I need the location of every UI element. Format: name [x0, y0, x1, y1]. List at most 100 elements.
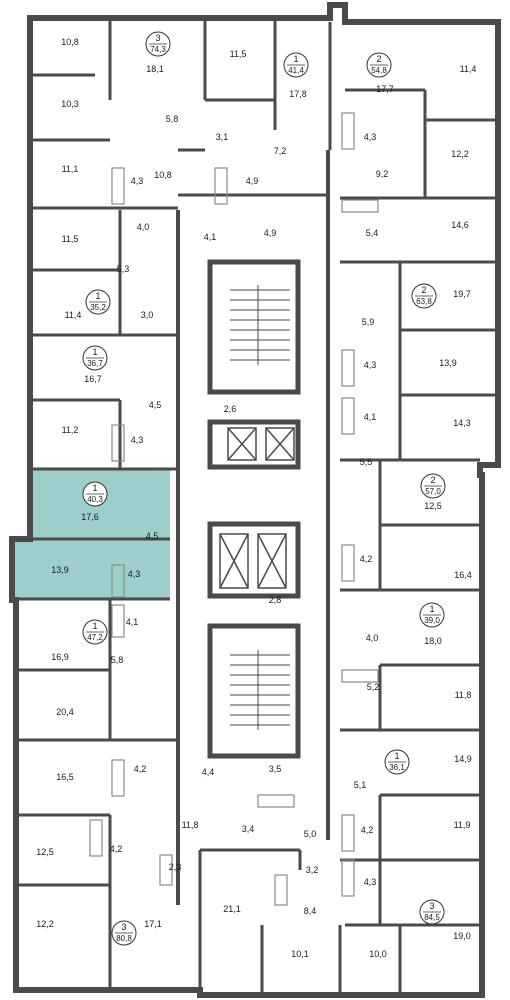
room-area-label: 21,1 [223, 904, 241, 914]
room-area-label: 10,3 [61, 99, 79, 109]
walls [9, 2, 501, 998]
lift-core-middle [207, 521, 301, 599]
highlighted-apartment[interactable] [12, 469, 170, 599]
room-area-label: 14,9 [454, 754, 472, 764]
apartment-rooms: 2 [430, 475, 435, 485]
room-area-label: 5,1 [354, 780, 367, 790]
apartment-badge-a74[interactable]: 374,3 [145, 31, 171, 57]
room-area-label: 7,2 [274, 146, 287, 156]
apartment-badge-a361[interactable]: 136,1 [384, 749, 410, 775]
bathroom-fixtures [89, 112, 379, 906]
apartment-badge-a80[interactable]: 380,8 [111, 920, 137, 946]
room-area-label: 4,5 [149, 400, 162, 410]
room-area-label: 16,5 [56, 772, 74, 782]
room-area-label: 11,2 [62, 425, 79, 435]
room-area-label: 3,0 [141, 310, 154, 320]
apartment-badge-a84[interactable]: 384,5 [419, 899, 445, 925]
apartment-rooms: 3 [429, 901, 434, 911]
room-area-label: 11,4 [460, 64, 477, 74]
apartment-rooms: 1 [95, 291, 100, 301]
apartment-area: 57,0 [425, 487, 441, 496]
apartment-badge-a57[interactable]: 257,0 [420, 473, 446, 499]
room-area-label: 11,8 [182, 820, 199, 830]
apartment-rooms: 3 [155, 33, 160, 43]
room-area-label: 3,4 [242, 824, 255, 834]
room-area-label: 4,9 [264, 228, 277, 238]
apartment-badge-a39[interactable]: 139,0 [419, 602, 445, 628]
apartment-badge-a63[interactable]: 263,8 [411, 283, 437, 309]
room-area-label: 4,9 [246, 176, 259, 186]
bottom-partitions [198, 848, 402, 995]
room-area-label: 11,5 [230, 49, 247, 59]
room-area-label: 4,1 [204, 232, 217, 242]
room-area-label: 5,4 [366, 228, 379, 238]
apartment-area: 36,7 [87, 359, 103, 368]
highlighted-apartment-hall [107, 539, 170, 599]
apartment-badge-a35[interactable]: 135,2 [85, 289, 111, 315]
room-area-label: 3,1 [216, 132, 229, 142]
stair-lift-cores [207, 259, 301, 759]
apartment-badges: 374,3141,4254,8135,2263,8136,7140,3257,0… [82, 31, 446, 946]
apartment-area: 39,0 [424, 616, 440, 625]
apartment-badge-a40[interactable]: 140,3 [82, 481, 108, 507]
room-area-label: 11,5 [62, 234, 79, 244]
room-area-label: 10,1 [291, 949, 309, 959]
apartment-area: 41,4 [288, 66, 304, 75]
lift-core-upper [207, 419, 301, 470]
room-area-label: 12,5 [424, 501, 442, 511]
room-area-label: 2,8 [269, 595, 282, 605]
room-area-label: 20,4 [56, 707, 74, 717]
room-area-label: 11,9 [454, 820, 471, 830]
room-area-label: 17,7 [376, 84, 394, 94]
room-area-label: 2,3 [169, 862, 182, 872]
room-area-label: 4,3 [131, 176, 144, 186]
room-area-label: 11,4 [65, 310, 82, 320]
apartment-area: 74,3 [150, 45, 166, 54]
room-area-label: 14,6 [451, 220, 469, 230]
room-area-label: 13,9 [51, 565, 69, 575]
room-area-label: 18,1 [146, 64, 164, 74]
apartment-badge-a36[interactable]: 136,7 [82, 345, 108, 371]
room-area-label: 5,9 [362, 317, 375, 327]
room-area-label: 5,0 [304, 829, 317, 839]
room-area-label: 11,1 [62, 164, 79, 174]
stair-core-lower [207, 623, 301, 759]
room-area-label: 9,2 [376, 169, 389, 179]
apartment-badge-a47[interactable]: 147,2 [82, 619, 108, 645]
room-area-label: 8,4 [304, 906, 317, 916]
room-area-label: 4,2 [361, 825, 374, 835]
room-area-label: 5,8 [166, 114, 179, 124]
room-area-label: 10,0 [369, 949, 387, 959]
room-area-label: 12,2 [36, 919, 54, 929]
room-area-label: 5,5 [360, 457, 373, 467]
apartment-badge-a54[interactable]: 254,8 [366, 52, 392, 78]
highlighted-apartment-wing [12, 539, 107, 599]
room-area-label: 4,3 [128, 569, 141, 579]
room-area-label: 4,2 [134, 764, 147, 774]
room-area-label: 14,3 [453, 418, 471, 428]
room-area-label: 4,1 [126, 617, 139, 627]
apartment-rooms: 1 [92, 347, 97, 357]
stair-core-upper [207, 259, 301, 395]
apartment-area: 40,3 [87, 495, 103, 504]
apartment-area: 54,8 [371, 66, 387, 75]
room-area-label: 3,2 [306, 865, 319, 875]
room-area-label: 5,8 [111, 655, 124, 665]
apartment-area: 36,1 [389, 763, 405, 772]
apartment-area: 35,2 [90, 303, 106, 312]
room-area-label: 16,4 [454, 570, 472, 580]
room-area-label: 19,0 [453, 931, 471, 941]
room-area-label: 5,3 [117, 264, 130, 274]
room-area-label: 4,4 [202, 767, 215, 777]
apartment-badge-a41[interactable]: 141,4 [283, 52, 309, 78]
room-area-label: 11,8 [455, 690, 472, 700]
apartment-rooms: 1 [92, 483, 97, 493]
room-area-label: 17,6 [81, 512, 99, 522]
lift-cabins [219, 427, 295, 589]
room-area-label: 4,1 [364, 412, 377, 422]
room-area-label: 4,2 [360, 554, 373, 564]
room-area-label: 13,9 [439, 358, 457, 368]
room-area-label: 12,5 [36, 847, 54, 857]
